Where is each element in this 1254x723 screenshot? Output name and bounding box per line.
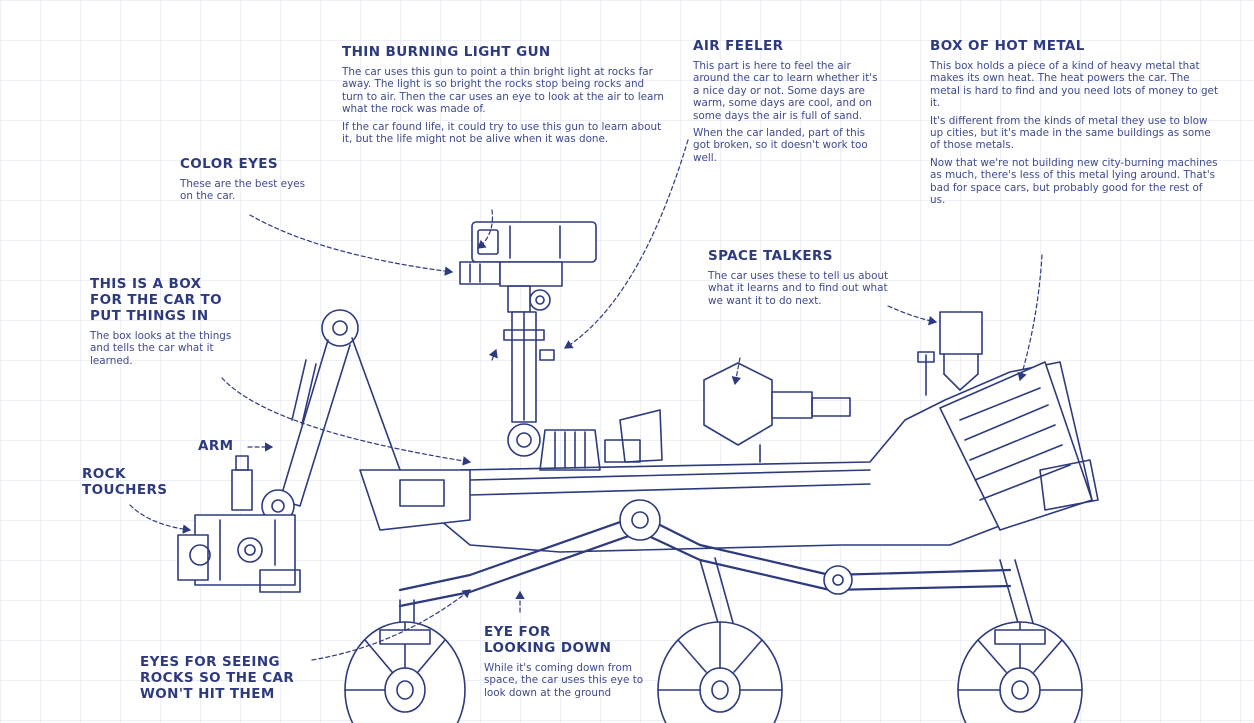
leader-box — [221, 377, 472, 466]
rock-touchers-title: ROCK TOUCHERS — [82, 466, 168, 498]
hot-metal-text-1: This box holds a piece of a kind of heav… — [930, 60, 1219, 110]
hot-metal-text-2: It's different from the kinds of metal t… — [930, 114, 1211, 152]
eye-down-text: While it's coming down from space, the c… — [484, 662, 644, 699]
arm-label: ARM — [198, 438, 258, 460]
eye-down-title: EYE FOR LOOKING DOWN — [484, 624, 612, 656]
hot-metal-title: BOX OF HOT METAL — [930, 38, 1085, 54]
air-feeler-text-2: When the car landed, part of this got br… — [693, 127, 868, 164]
eyes-rocks-label: EYES FOR SEEING ROCKS SO THE CAR WON'T H… — [140, 654, 320, 708]
eye-down-label: EYE FOR LOOKING DOWN While it's coming d… — [484, 624, 652, 704]
air-feeler-title: AIR FEELER — [693, 38, 784, 54]
mast-camera-drawing — [459, 221, 597, 457]
box-title: THIS IS A BOX FOR THE CAR TO PUT THINGS … — [90, 276, 222, 324]
color-eyes-title: COLOR EYES — [180, 156, 279, 172]
space-talkers-text: The car uses these to tell us about what… — [708, 270, 889, 307]
hot-metal-text-3: Now that we're not building new city-bur… — [930, 156, 1218, 207]
color-eyes-label: COLOR EYES These are the best eyes on th… — [180, 156, 320, 208]
laser-text-2: If the car found life, it could try to u… — [342, 120, 662, 146]
rock-touchers-label: ROCK TOUCHERS — [82, 466, 192, 504]
box-label: THIS IS A BOX FOR THE CAR TO PUT THINGS … — [90, 276, 250, 372]
space-talkers-title: SPACE TALKERS — [708, 248, 833, 264]
air-feeler-text-1: This part is here to feel the air around… — [693, 60, 878, 122]
laser-label: THIN BURNING LIGHT GUN The car uses this… — [342, 44, 664, 150]
laser-text-1: The car uses this gun to point a thin br… — [342, 66, 665, 116]
hot-metal-label: BOX OF HOT METAL This box holds a piece … — [930, 38, 1220, 211]
space-talkers-label: SPACE TALKERS The car uses these to tell… — [708, 248, 898, 312]
leader-pointer-mast — [488, 348, 498, 361]
rover-body-drawing — [439, 311, 1099, 553]
robotic-arm-drawing — [261, 309, 471, 531]
color-eyes-text: These are the best eyes on the car. — [180, 178, 306, 203]
leader-lines — [129, 139, 1043, 661]
suspension-drawing — [398, 499, 1036, 641]
leader-eyes-rocks — [311, 589, 471, 661]
air-feeler-label: AIR FEELER This part is here to feel the… — [693, 38, 885, 169]
box-text: The box looks at the things and tells th… — [90, 330, 232, 367]
leader-rock-touchers — [129, 504, 192, 534]
wheels-drawing — [344, 621, 1083, 723]
leader-laser — [477, 209, 494, 249]
leader-hot-metal — [1017, 254, 1043, 382]
laser-title: THIN BURNING LIGHT GUN — [342, 44, 551, 60]
leader-color-eyes — [249, 214, 454, 276]
leader-antenna — [731, 357, 742, 386]
leader-space-talkers — [887, 305, 938, 326]
eyes-rocks-title: EYES FOR SEEING ROCKS SO THE CAR WON'T H… — [140, 654, 295, 702]
turret-drawing — [177, 455, 301, 593]
arm-title: ARM — [198, 438, 234, 454]
leader-air-feeler — [563, 139, 689, 349]
